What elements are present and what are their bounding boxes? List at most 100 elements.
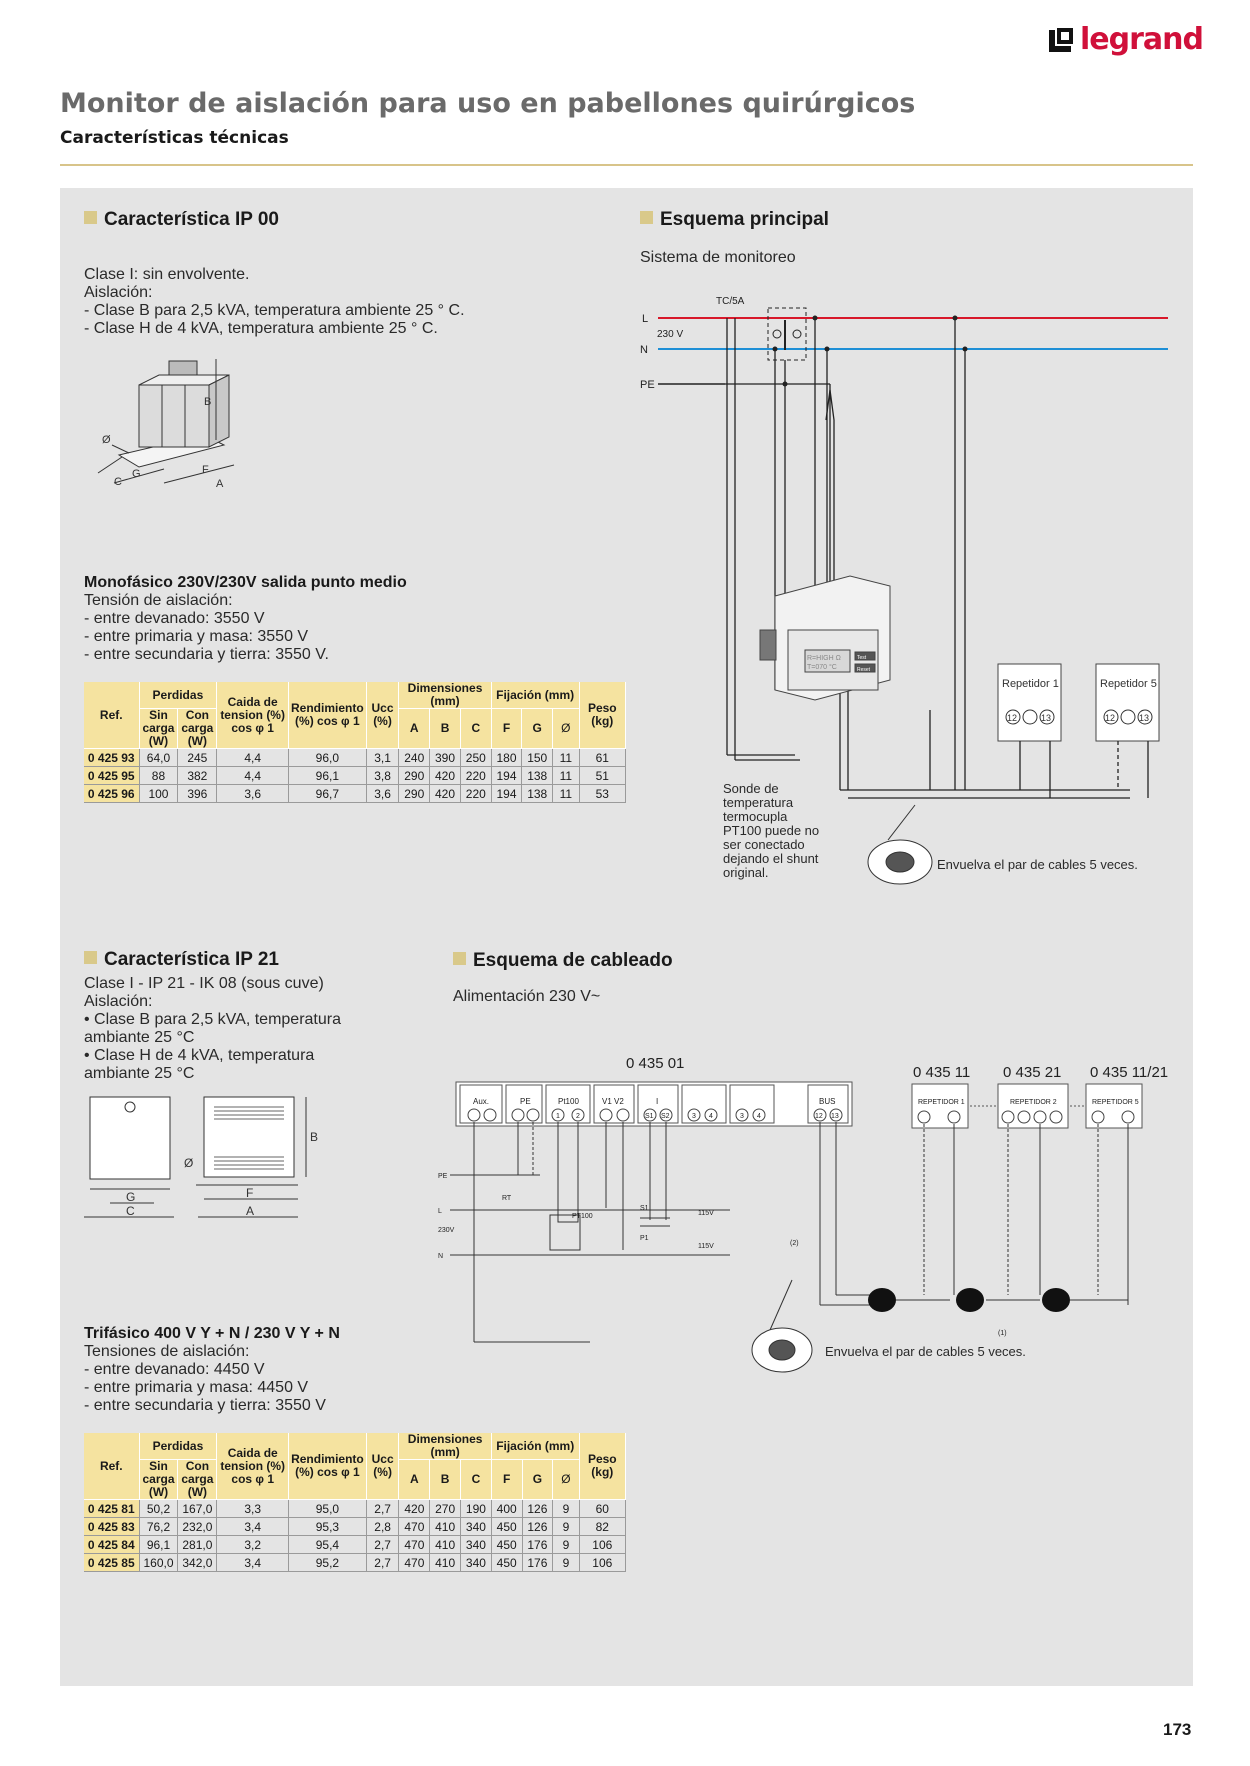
table-cell: 11	[552, 766, 580, 785]
label-l: L	[642, 313, 648, 325]
table-cell: 176	[522, 1553, 554, 1572]
device-screen-line2: T=070 °C	[807, 663, 837, 671]
table-cell: 290	[398, 766, 431, 785]
ip21-dim-g: G	[126, 1190, 135, 1204]
esquema-cableado-title: Esquema de cableado	[453, 950, 673, 972]
device-test-button[interactable]: Test	[857, 655, 867, 661]
table-cell: 76,2	[139, 1517, 179, 1536]
table-cell: 96,0	[288, 748, 367, 767]
term-s2: S2	[661, 1113, 670, 1120]
v115-label-b: 115V	[698, 1243, 714, 1250]
repeater-5-module-label: REPETIDOR 5	[1092, 1099, 1139, 1106]
block-aux: Aux.	[473, 1097, 489, 1106]
ref-rep2-label: 0 435 21	[1003, 1064, 1061, 1081]
table-cell: 2,7	[366, 1553, 400, 1572]
table-cell: 2,7	[366, 1499, 400, 1518]
page-title: Monitor de aislación para uso en pabello…	[60, 88, 916, 119]
label-tc: TC/5A	[716, 296, 745, 307]
block-pt100: Pt100	[558, 1097, 579, 1106]
table-cell: 96,1	[139, 1535, 179, 1554]
table-cell: 410	[429, 1517, 462, 1536]
col-peso: Peso (kg)	[579, 1433, 627, 1500]
pt100-label: PT100	[572, 1213, 593, 1220]
col-caida: Caida de tension (%) cos φ 1	[216, 682, 290, 749]
col-b: B	[429, 708, 461, 749]
ref-rep3-label: 0 435 11/21	[1090, 1064, 1168, 1081]
col-perdidas: Perdidas	[139, 682, 218, 709]
table-cell: 95,2	[288, 1553, 367, 1572]
term-12: 12	[815, 1113, 823, 1120]
ref-cell: 0 425 96	[84, 784, 140, 803]
term-4a: 4	[709, 1113, 713, 1120]
table-cell: 340	[460, 1535, 492, 1554]
ref-cell: 0 425 81	[84, 1499, 140, 1518]
brand-logo[interactable]: legrand	[1080, 22, 1204, 57]
dim-g-label: G	[132, 468, 141, 480]
monitoring-schematic: L N PE 230 V TC/5A R=HIGH Ω	[640, 296, 1168, 885]
ip21-dim-a: A	[246, 1204, 254, 1218]
esquema-principal-title: Esquema principal	[640, 209, 829, 231]
label-pe: PE	[640, 379, 655, 391]
ip21-section-title: Característica IP 21	[84, 949, 279, 971]
table-trifasico: Ref. Perdidas Caida de tension (%) cos φ…	[84, 1433, 627, 1572]
table-cell: 390	[429, 748, 461, 767]
ref-cell: 0 425 85	[84, 1553, 140, 1572]
table-cell: 167,0	[177, 1499, 218, 1518]
col-f: F	[491, 708, 523, 749]
table-cell: 160,0	[139, 1553, 179, 1572]
table-cell: 240	[398, 748, 431, 767]
term-s1: S1	[645, 1113, 654, 1120]
table-cell: 410	[429, 1553, 462, 1572]
col-sin-carga: Sin carga (W)	[139, 1459, 179, 1500]
label-230v: 230 V	[657, 329, 683, 340]
table-cell: 82	[579, 1517, 627, 1536]
col-fijacion: Fijación (mm)	[491, 682, 580, 709]
ref-cell: 0 425 93	[84, 748, 140, 767]
table-cell: 3,8	[366, 766, 400, 785]
col-perdidas: Perdidas	[139, 1433, 218, 1460]
table-cell: 60	[579, 1499, 627, 1518]
col-c: C	[460, 1459, 492, 1500]
col-ref: Ref.	[84, 1433, 140, 1500]
table-cell: 3,3	[216, 1499, 290, 1518]
col-a: A	[398, 1459, 431, 1500]
block-v1v2: V1 V2	[602, 1097, 624, 1106]
table-cell: 61	[579, 748, 627, 767]
wire-n-label: N	[438, 1253, 443, 1260]
dim-a-label: A	[216, 478, 224, 490]
col-g: G	[521, 708, 554, 749]
table-cell: 51	[579, 766, 627, 785]
dim-phi-label: Ø	[102, 434, 111, 446]
rep5-terminal-13: 13	[1139, 713, 1149, 723]
dim-c-label: C	[114, 476, 122, 488]
device-reset-button[interactable]: Reset	[857, 667, 871, 673]
table-cell: 95,4	[288, 1535, 367, 1554]
wiring-schematic: 0 435 01 0 435 11 0 435 21 0 435 11/21 A…	[438, 1055, 1168, 1373]
rep5-terminal-12: 12	[1105, 713, 1115, 723]
label-n: N	[640, 344, 648, 356]
table-cell: 450	[491, 1517, 523, 1536]
wrap-note-cableado: Envuelva el par de cables 5 veces.	[825, 1344, 1026, 1359]
repeater-2-module-label: REPETIDOR 2	[1010, 1099, 1057, 1106]
wire-230v-label: 230V	[438, 1227, 455, 1234]
table-cell: 138	[521, 784, 554, 803]
table-cell: 180	[491, 748, 523, 767]
table-cell: 470	[398, 1553, 431, 1572]
table-cell: 410	[429, 1535, 462, 1554]
table-cell: 138	[521, 766, 554, 785]
note-2-label: (2)	[790, 1240, 799, 1247]
table-cell: 420	[429, 766, 461, 785]
wire-l-label: L	[438, 1208, 442, 1215]
table-cell: 450	[491, 1535, 523, 1554]
term-1: 1	[556, 1113, 560, 1120]
table-cell: 106	[579, 1535, 627, 1554]
table-cell: 2,7	[366, 1535, 400, 1554]
table-monofasico: Ref. Perdidas Caida de tension (%) cos φ…	[84, 682, 627, 803]
square-bullet-icon	[84, 951, 97, 964]
ip21-dim-c: C	[126, 1204, 135, 1218]
table-cell: 9	[552, 1535, 580, 1554]
